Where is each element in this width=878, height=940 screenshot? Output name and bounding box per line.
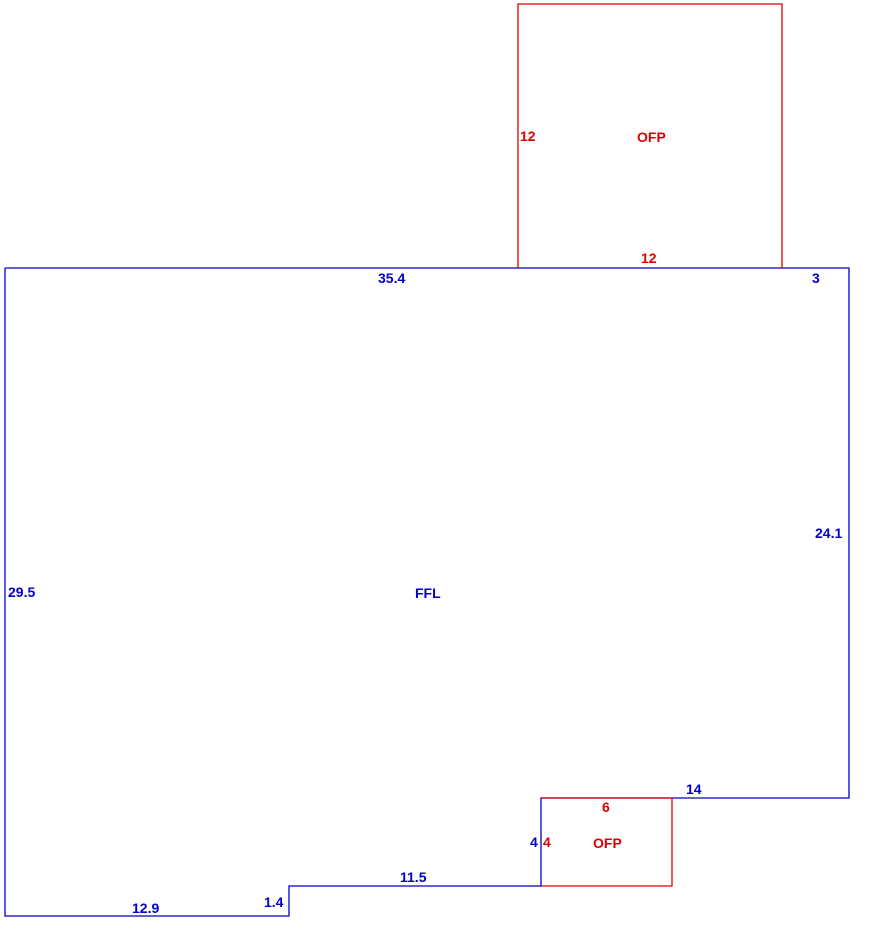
bottom-porch-side-dimension: 4 xyxy=(543,834,551,850)
top-porch-side-dimension: 12 xyxy=(520,128,536,144)
main-step-dimension: 1.4 xyxy=(264,894,284,910)
bottom-porch-top-dimension: 6 xyxy=(602,799,610,815)
main-notch-dimension: 14 xyxy=(686,781,702,797)
main-right-dimension: 24.1 xyxy=(815,525,842,541)
main-top-right-dimension: 3 xyxy=(812,270,820,286)
bottom-porch-area-code: OFP xyxy=(593,835,622,851)
main-area-code: FFL xyxy=(415,585,441,601)
bottom-porch-outline xyxy=(541,797,673,887)
top-porch-outline xyxy=(517,3,783,268)
main-inner-dimension: 4 xyxy=(530,834,538,850)
main-bottom-mid-dimension: 11.5 xyxy=(400,869,427,885)
top-porch-bottom-dimension: 12 xyxy=(641,250,657,266)
main-bottom-left-dimension: 12.9 xyxy=(132,900,159,916)
top-porch-area-code: OFP xyxy=(637,129,666,145)
main-top-dimension: 35.4 xyxy=(378,270,405,286)
main-left-dimension: 29.5 xyxy=(8,584,35,600)
